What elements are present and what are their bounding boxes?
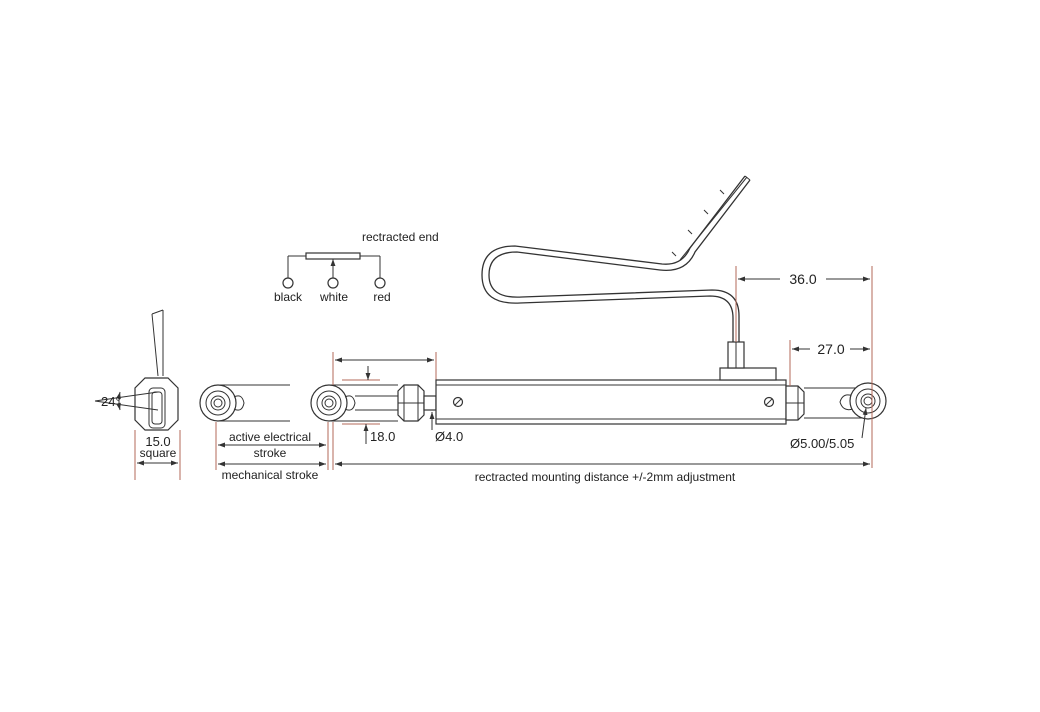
square-word: square [140, 446, 177, 460]
terminal-label-red: red [373, 290, 390, 304]
terminal-label-black: black [274, 290, 303, 304]
terminal-black [282, 277, 294, 289]
rod-offset-dim: 18.0 [342, 366, 395, 444]
retracted-rod-eye [310, 384, 398, 422]
dim-27-label: 27.0 [817, 341, 844, 357]
dim-27: 27.0 [789, 340, 870, 386]
terminal-white [327, 277, 339, 289]
square-value: 15.0 [145, 434, 170, 449]
extended-rod-eye [199, 384, 290, 422]
terminal-red [374, 277, 386, 289]
active-stroke-label-2: stroke [254, 446, 287, 460]
end-view: 24° 15.0 square [94, 309, 181, 480]
rod-nut [397, 384, 437, 422]
dim-36: 36.0 [735, 266, 873, 468]
dim-36-label: 36.0 [789, 271, 816, 287]
mounting-distance-label: rectracted mounting distance +/-2mm adju… [475, 470, 736, 484]
cable [481, 175, 751, 342]
resistor-symbol [305, 252, 361, 260]
wiring-schematic: rectracted end black white red [274, 230, 439, 304]
eye-diameter-label: Ø5.00/5.05 [790, 436, 854, 451]
rod-diameter-label: Ø4.0 [435, 429, 463, 444]
stroke-dims: active electrical stroke mechanical stro… [215, 422, 870, 484]
wiring-title: rectracted end [362, 230, 439, 244]
mechanical-stroke-label: mechanical stroke [222, 468, 319, 482]
end-view-octagon [134, 377, 179, 431]
main-housing [435, 341, 787, 425]
rod-diameter-dim: Ø4.0 [429, 412, 463, 444]
active-stroke-label-1: active electrical [229, 430, 311, 444]
terminal-label-white: white [319, 290, 348, 304]
angle-label: 24° [101, 394, 121, 409]
eye-diameter-dim: Ø5.00/5.05 [790, 407, 868, 451]
right-rod-eye [849, 382, 887, 420]
rod-offset-label: 18.0 [370, 429, 395, 444]
